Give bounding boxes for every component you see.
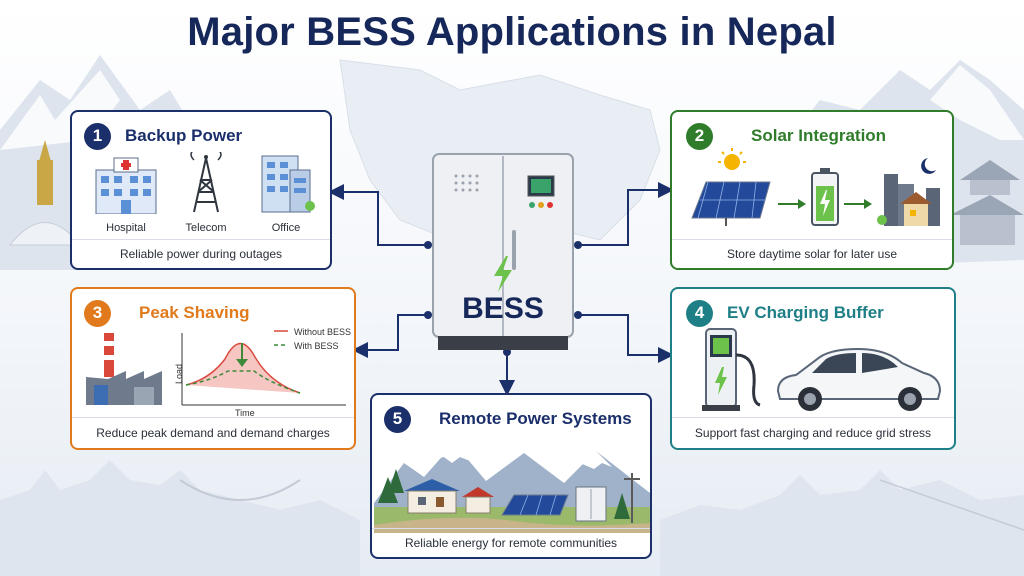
telecom-tower-icon bbox=[190, 152, 222, 213]
solar-panel-icon bbox=[691, 148, 771, 226]
card-peak-shaving: 3 Peak Shaving Without BESS With BESS Lo… bbox=[70, 287, 356, 450]
card-title: Solar Integration bbox=[751, 126, 887, 145]
card-solar-integration: 2 Solar Integration Store daytime solar … bbox=[670, 110, 954, 270]
chart-xlabel: Time bbox=[235, 408, 255, 418]
chart-ylabel: Load bbox=[174, 363, 185, 385]
arrow-right-icon bbox=[778, 199, 806, 209]
card-number: 1 bbox=[84, 122, 111, 150]
card-title: Remote Power Systems bbox=[439, 409, 632, 428]
card-number: 4 bbox=[686, 299, 713, 327]
ev-charger-icon bbox=[702, 328, 761, 411]
card-remote-power-systems: 5 Remote Power Systems Reliable energy f… bbox=[370, 393, 652, 559]
item-label: Telecom bbox=[185, 222, 227, 234]
arrow-right-icon bbox=[844, 199, 872, 209]
card-number: 2 bbox=[686, 122, 713, 150]
card-caption: Support fast charging and reduce grid st… bbox=[672, 417, 954, 448]
night-house-icon bbox=[877, 158, 940, 226]
bess-cabinet bbox=[428, 150, 578, 355]
peak-shaving-chart bbox=[181, 330, 346, 406]
legend-with-bess: With BESS bbox=[294, 341, 339, 351]
hospital-icon bbox=[95, 157, 157, 214]
card-backup-power: 1 Backup Power Hospital Telecom Office R… bbox=[70, 110, 332, 270]
bess-label: BESS bbox=[462, 292, 544, 325]
item-label: Office bbox=[271, 222, 301, 234]
card-ev-charging-buffer: 4 EV Charging Buffer Support fast chargi… bbox=[670, 287, 956, 450]
card-title: Backup Power bbox=[125, 126, 243, 145]
factory-icon bbox=[86, 333, 162, 405]
page-title: Major BESS Applications in Nepal bbox=[187, 10, 837, 54]
remote-village-scene bbox=[374, 443, 650, 533]
card-caption: Reliable energy for remote communities bbox=[372, 528, 650, 557]
card-number: 5 bbox=[384, 405, 411, 433]
item-label: Hospital bbox=[106, 222, 146, 234]
card-number: 3 bbox=[84, 299, 111, 327]
card-title: EV Charging Buffer bbox=[727, 303, 884, 322]
legend-without-bess: Without BESS bbox=[294, 327, 352, 337]
card-title: Peak Shaving bbox=[139, 303, 250, 322]
electric-car-icon bbox=[776, 347, 942, 411]
card-caption: Reliable power during outages bbox=[72, 239, 330, 268]
battery-icon bbox=[811, 168, 839, 226]
card-caption: Reduce peak demand and demand charges bbox=[72, 417, 354, 448]
office-building-icon bbox=[261, 155, 315, 213]
card-caption: Store daytime solar for later use bbox=[672, 239, 952, 268]
